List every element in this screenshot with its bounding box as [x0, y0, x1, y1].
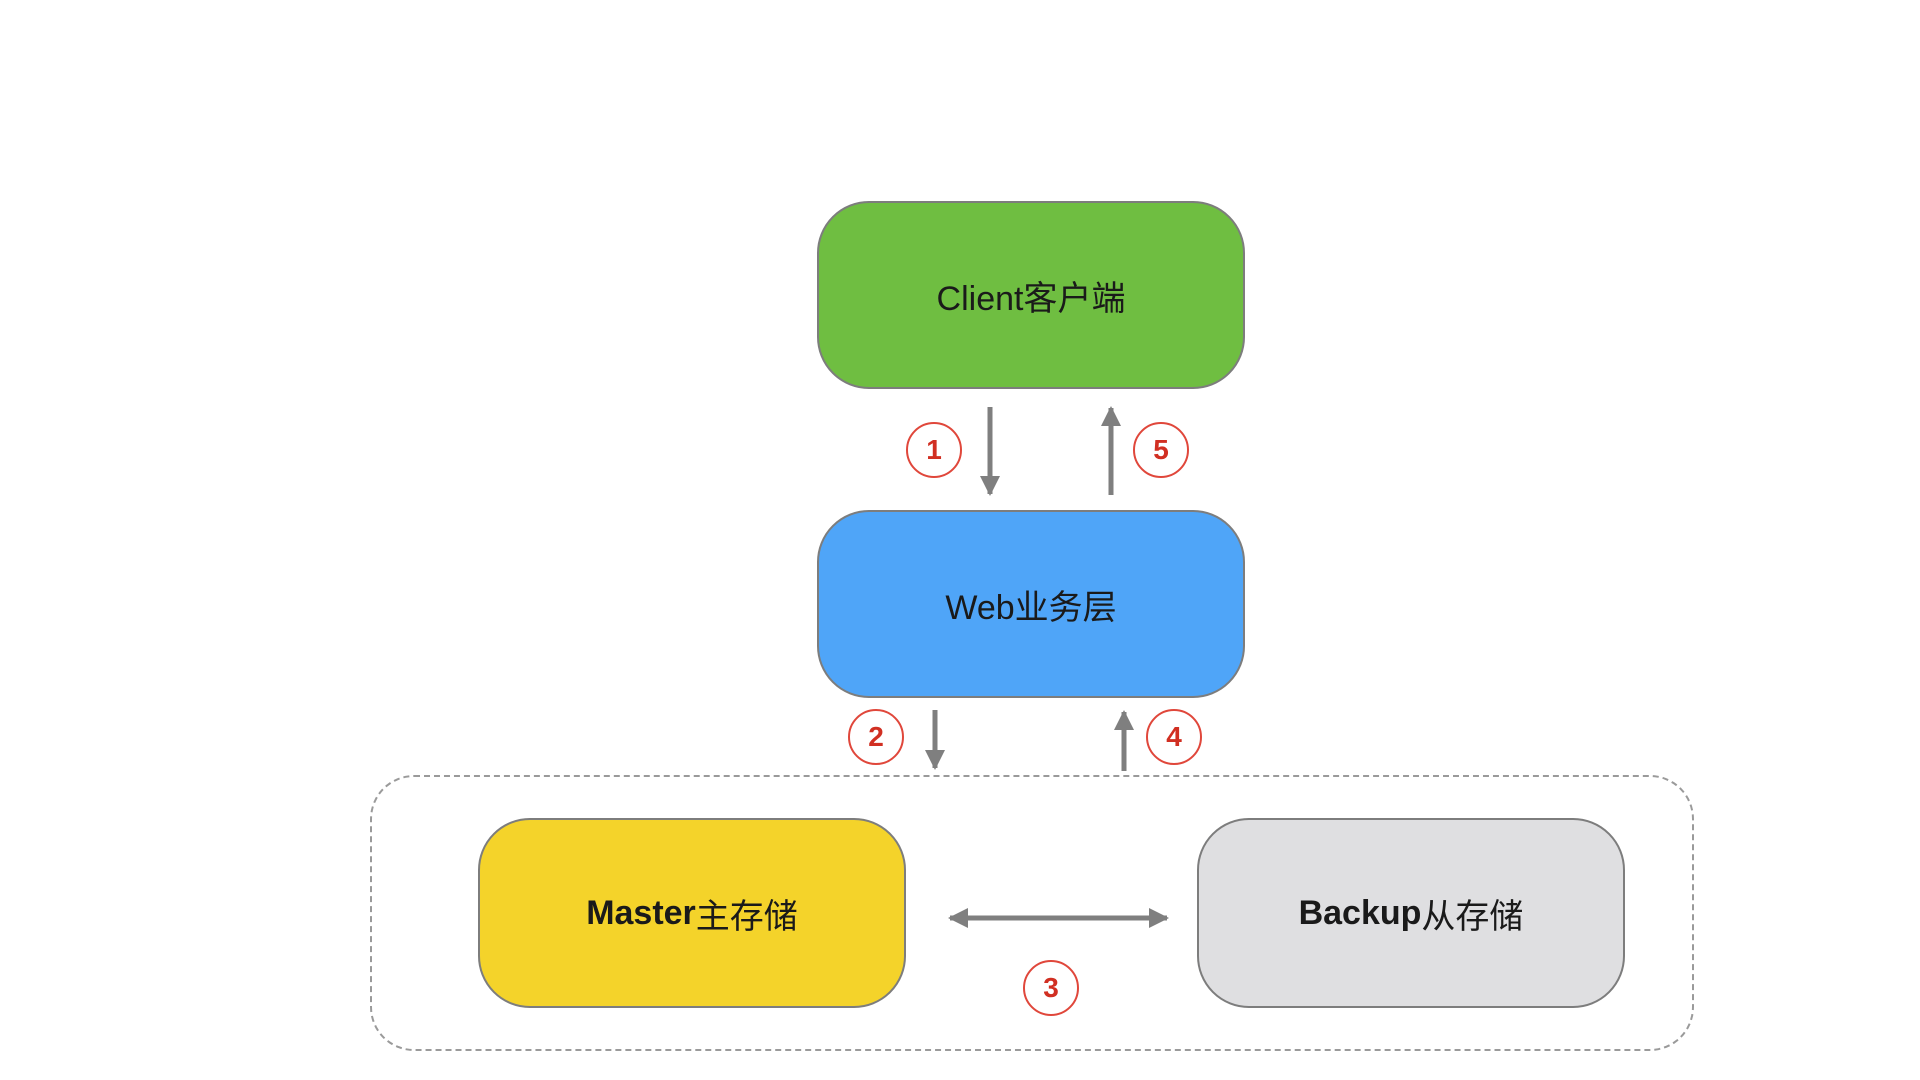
- step-2-badge: 2: [848, 709, 904, 765]
- client-label: Client客户端: [936, 279, 1126, 318]
- web-node: Web业务层: [817, 510, 1245, 698]
- step-3-badge: 3: [1023, 960, 1079, 1016]
- step-1-badge: 1: [906, 422, 962, 478]
- storage-group: [370, 775, 1694, 1051]
- backup-bold-label: Backup: [1298, 893, 1422, 932]
- web-label: Web业务层: [945, 588, 1117, 627]
- client-node: Client客户端: [817, 201, 1245, 389]
- backup-label: 从存储: [1421, 897, 1524, 936]
- step-4-badge: 4: [1146, 709, 1202, 765]
- step-5-badge: 5: [1133, 422, 1189, 478]
- master-bold-label: Master: [586, 893, 696, 932]
- master-label: 主存储: [695, 897, 798, 936]
